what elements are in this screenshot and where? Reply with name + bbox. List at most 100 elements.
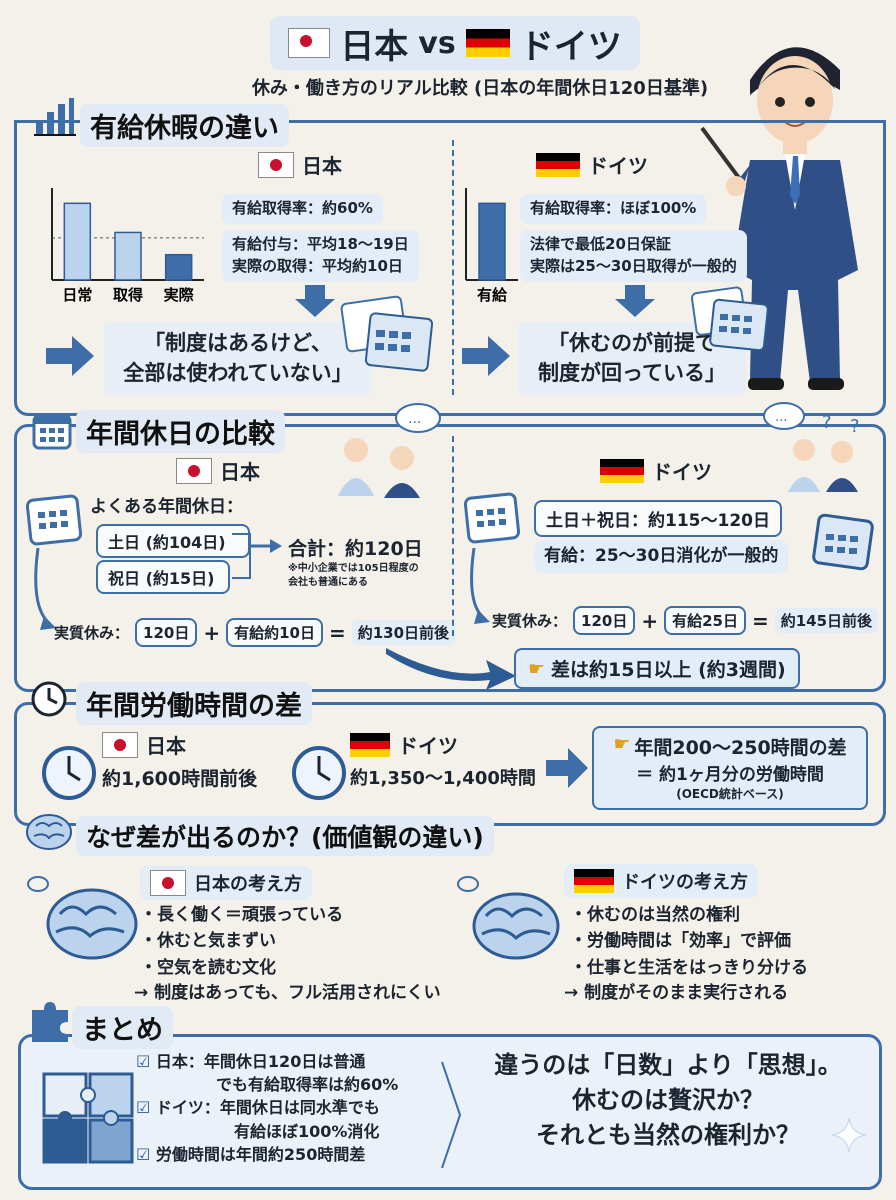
germany-mindset-label-text: ドイツの考え方 xyxy=(622,872,748,893)
germany-flag-icon xyxy=(536,152,580,177)
japan-total: 合計：約120日 xyxy=(288,538,423,560)
summary-frame xyxy=(18,1034,882,1190)
plus-sign: + xyxy=(641,608,659,633)
calendar-icon xyxy=(464,492,520,544)
germany-work-hours: 約1,350〜1,400時間 xyxy=(350,768,536,789)
summary-title: まとめ xyxy=(72,1006,173,1049)
header-title-banner: 日本 vs ドイツ xyxy=(270,16,640,70)
puzzle-pieces-icon xyxy=(42,1072,134,1164)
germany-mindset-label: ドイツの考え方 xyxy=(564,864,758,898)
germany-note-law-line1: 法律で最低20日保証 xyxy=(530,235,671,253)
calendar-icon xyxy=(812,513,874,571)
brain-icon xyxy=(457,876,560,960)
svg-text:?: ? xyxy=(850,416,860,437)
section2-divider xyxy=(452,436,454,636)
sparkle-icon xyxy=(832,1118,866,1152)
germany-real-holidays-row: 実質休み： 120日 + 有給25日 = 約145日前後 xyxy=(492,606,879,635)
japan-flag-icon xyxy=(288,28,331,58)
japan-flag-icon xyxy=(102,731,138,758)
equals-sign: = xyxy=(751,608,769,633)
checklist-item: ☑ 労働時間は年間約250時間差 xyxy=(136,1143,398,1166)
germany-note-rate: 有給取得率：ほぼ100% xyxy=(520,194,707,224)
svg-text:...: ... xyxy=(408,411,421,427)
curved-arrow-icon xyxy=(470,548,490,624)
calendar-icon xyxy=(26,494,82,546)
germany-real-days-box: 120日 xyxy=(573,606,636,635)
japan-weekend-box: 土日 (約104日) xyxy=(96,524,250,558)
svg-text:?: ? xyxy=(822,412,832,433)
section2-germany-label: ドイツ xyxy=(600,456,712,485)
japan-label-text: 日本 xyxy=(146,734,186,758)
japan-footnote: ※中小企業では105日程度の 会社も普通にある xyxy=(288,562,419,589)
checkbox-icon: ☑ xyxy=(136,1052,151,1071)
diff-line1-row: ☛ 年間200〜250時間の差 xyxy=(594,733,866,760)
diff-line3: (OECD統計ベース) xyxy=(676,787,784,801)
germany-paid-leave-chart: 有給 xyxy=(465,188,518,304)
section1-divider xyxy=(452,140,454,395)
section2-frame xyxy=(14,424,886,692)
japan-note-grant: 有給付与：平均18〜19日 実際の取得：平均約10日 xyxy=(222,230,419,282)
germany-weekend-holiday-box: 土日＋祝日：約115〜120日 xyxy=(534,500,782,537)
chart-tick-label: 有給 xyxy=(477,286,508,304)
section1-germany-label: ドイツ xyxy=(536,150,648,179)
germany-paid-leave-pill: 有給：25〜30日消化が一般的 xyxy=(534,540,789,573)
diff-line2: ＝ 約1ヶ月分の労働時間 xyxy=(636,765,824,785)
section3-germany-label: ドイツ xyxy=(350,730,458,759)
clock-icon xyxy=(42,746,96,800)
summary-item2-line1: ドイツ：年間休日は同水準でも xyxy=(155,1098,380,1118)
right-arrow-icon xyxy=(546,748,588,788)
calendar-icon xyxy=(690,286,769,352)
japan-mindset-label-text: 日本の考え方 xyxy=(194,874,302,895)
germany-label-text: ドイツ xyxy=(398,734,458,758)
list-item: ・休むのは当然の権利 xyxy=(570,905,740,925)
brain-icon xyxy=(26,814,72,850)
japan-work-hours: 約1,600時間前後 xyxy=(102,768,258,790)
section4-title: なぜ差が出るのか？(価値観の違い) xyxy=(76,816,494,856)
checklist-item: ☑ 日本：年間休日120日は普通 xyxy=(136,1050,398,1073)
japan-real-holidays-row: 実質休み： 120日 + 有給約10日 = 約130日前後 xyxy=(54,618,456,647)
calendar-icon xyxy=(32,414,72,450)
summary-checklist: ☑ 日本：年間休日120日は普通 でも有給取得率は約60% ☑ ドイツ：年間休日… xyxy=(136,1050,398,1166)
down-arrow-icon xyxy=(615,285,655,317)
svg-text:...: ... xyxy=(775,410,787,425)
chart-tick-label: 日常 xyxy=(62,286,92,304)
chart-bar xyxy=(164,253,193,281)
summary-message-line1: 違うのは「日数」より「思想」。 xyxy=(494,1051,842,1079)
title-japan: 日本 xyxy=(340,26,409,67)
diff-line1: 年間200〜250時間の差 xyxy=(634,737,847,759)
checkbox-icon: ☑ xyxy=(136,1144,151,1164)
germany-quote-line1: 「休むのが前提で xyxy=(548,331,716,355)
japan-real-days-box: 120日 xyxy=(135,618,198,647)
pointing-hand-icon: ☛ xyxy=(613,733,631,755)
japan-paid-leave-chart: 日常取得実際 xyxy=(51,188,204,304)
germany-real-label: 実質休み： xyxy=(492,612,568,630)
calendar-icon xyxy=(340,295,434,372)
japan-quote-line2: 全部は使われていない」 xyxy=(123,361,353,386)
germany-note-law-line2: 実際は25〜30日取得が一般的 xyxy=(530,256,737,275)
section3-title: 年間労働時間の差 xyxy=(76,682,312,725)
difference-callout: ☛ 差は約15日以上 (約3週間) xyxy=(514,648,800,689)
germany-label-text: ドイツ xyxy=(652,460,712,484)
people-worried-icon: ... xyxy=(338,403,441,498)
section2-japan-label: 日本 xyxy=(176,456,260,485)
germany-label-text: ドイツ xyxy=(588,154,648,178)
summary-item3: 労働時間は年間約250時間差 xyxy=(155,1144,366,1164)
difference-text: 差は約15日以上 (約3週間) xyxy=(551,659,786,681)
clock-icon xyxy=(31,681,67,717)
chart-tick-label: 実際 xyxy=(164,286,195,304)
japan-note-rate: 有給取得率：約60% xyxy=(222,194,383,224)
checklist-item: ☑ ドイツ：年間休日は同水準でも xyxy=(136,1096,398,1119)
japan-note-grant-line2: 実際の取得：平均約10日 xyxy=(232,256,403,275)
list-item: ・仕事と生活をはっきり分ける xyxy=(570,957,808,978)
list-item: ・長く働く＝頑張っている xyxy=(140,905,344,925)
equals-sign: = xyxy=(328,620,346,645)
list-item: ・空気を読む文化 xyxy=(140,957,276,978)
chart-bar xyxy=(114,231,142,281)
work-hours-difference-box: ☛ 年間200〜250時間の差 ＝ 約1ヶ月分の労働時間 (OECD統計ベース) xyxy=(592,726,868,810)
japan-national-holiday-box: 祝日 (約15日) xyxy=(96,560,230,594)
chart-bar xyxy=(63,202,92,281)
germany-quote-line2: 制度が回っている」 xyxy=(538,361,726,386)
summary-item2-line2: 有給ほぼ100%消化 xyxy=(234,1121,380,1141)
japan-footnote-line1: ※中小企業では105日程度の xyxy=(288,563,419,574)
